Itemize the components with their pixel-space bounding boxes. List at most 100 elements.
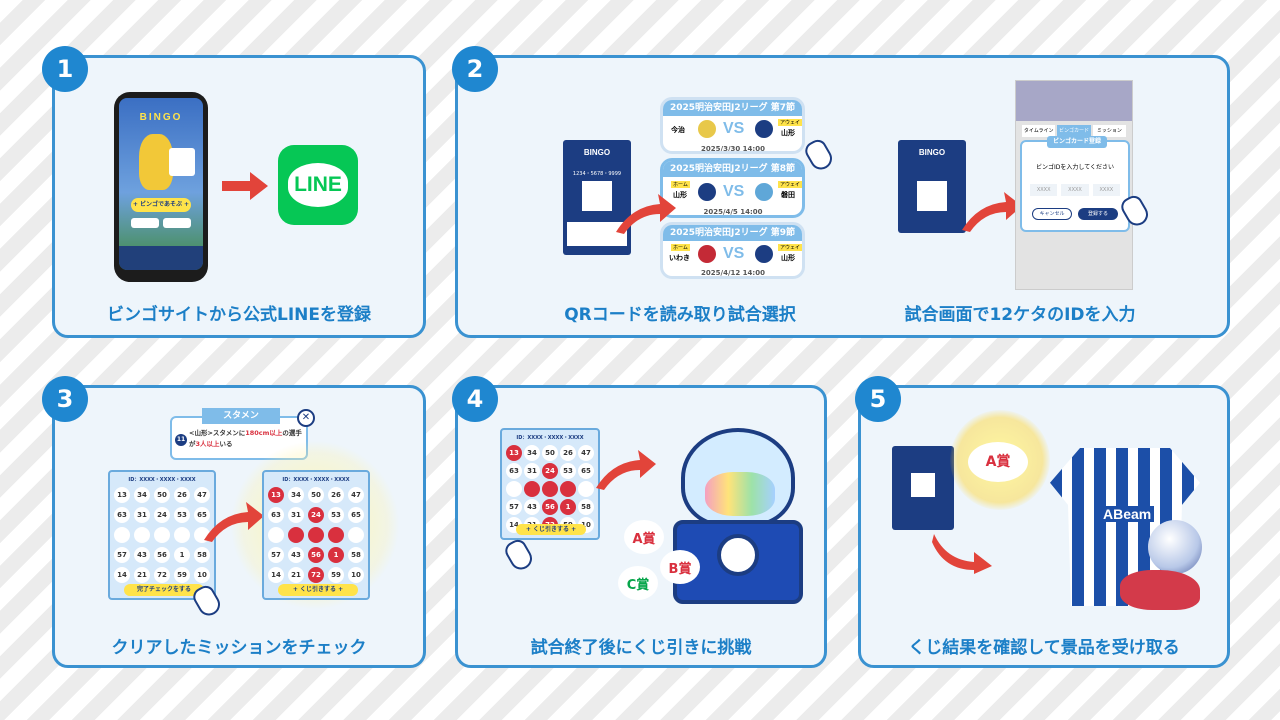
- step2-number: 2: [452, 46, 498, 92]
- match-header: 2025明治安田J2リーグ 第7節: [663, 100, 802, 116]
- close-icon[interactable]: ✕: [297, 409, 315, 427]
- bingo-cell: 50: [542, 445, 558, 461]
- bingo-cell: 53: [328, 507, 344, 523]
- card-title: BINGO: [583, 148, 611, 157]
- tab-mission[interactable]: ミッション: [1092, 125, 1126, 137]
- bingo-cell: 47: [194, 487, 210, 503]
- capsules: [705, 472, 775, 516]
- dialog-title: ビンゴカード登録: [1047, 136, 1107, 148]
- bingo-cell: 63: [114, 507, 130, 523]
- tab-timeline[interactable]: タイムライン: [1022, 125, 1056, 137]
- mission-highlight-1: 180cm以上: [245, 429, 283, 437]
- bingo-qr-card-2: BINGO: [898, 140, 966, 233]
- curved-arrow-icon: [204, 502, 264, 542]
- id-input-3[interactable]: XXXX: [1092, 184, 1120, 196]
- prize-result: A賞: [968, 442, 1028, 482]
- match-screen-header: [1016, 81, 1132, 121]
- away-crest: [755, 245, 773, 263]
- step2-caption-right: 試合画面で12ケタのIDを入力: [904, 305, 1136, 325]
- match-header: 2025明治安田J2リーグ 第8節: [663, 161, 802, 177]
- line-app-icon[interactable]: LINE: [278, 145, 358, 225]
- id-input-2[interactable]: XXXX: [1061, 184, 1089, 196]
- bingo-card-id: ID：XXXX・XXXX・XXXX: [516, 435, 584, 441]
- step5-caption: くじ結果を確認して景品を受け取る: [908, 638, 1180, 658]
- bingo-cell: 43: [288, 547, 304, 563]
- id-input-1[interactable]: XXXX: [1030, 184, 1058, 196]
- menu-buttons: [131, 218, 191, 228]
- tab-bingo-card[interactable]: ビンゴカード: [1057, 125, 1091, 137]
- cancel-button[interactable]: キャンセル: [1032, 208, 1072, 220]
- away-crest: [755, 120, 773, 138]
- mission-text: <山形>スタメンに180cm以上の選手が3人以上いる: [189, 428, 307, 450]
- home-badge: ホーム: [671, 244, 690, 251]
- home-crest: [698, 183, 716, 201]
- bingo-cell: [328, 527, 344, 543]
- away-badge: アウェイ: [778, 119, 802, 126]
- bingo-cell: 13: [114, 487, 130, 503]
- prize-a-tag: A賞: [624, 520, 664, 554]
- bingo-cell: 50: [154, 487, 170, 503]
- bingo-card-id: ID：XXXX・XXXX・XXXX: [282, 477, 350, 483]
- match-card-2[interactable]: 2025明治安田J2リーグ 第8節 ホーム 山形 VS アウェイ 磐田 2025…: [660, 158, 805, 218]
- bingo-cell: [114, 527, 130, 543]
- tab-bar: タイムライン ビンゴカード ミッション: [1022, 125, 1126, 137]
- bingo-cell: 34: [134, 487, 150, 503]
- bingo-cell: 14: [114, 567, 130, 583]
- bingo-cell: [348, 527, 364, 543]
- bingo-qr-card: BINGO 1234・5678・9999: [563, 140, 631, 255]
- bingo-card-id: ID：XXXX・XXXX・XXXX: [128, 477, 196, 483]
- bingo-cell: 59: [328, 567, 344, 583]
- phone-bottom-nav: [119, 246, 203, 270]
- play-bingo-button[interactable]: + ビンゴであそぶ +: [131, 198, 191, 212]
- id-entry-dialog: ビンゴカード登録 ビンゴIDを入力してください XXXX XXXX XXXX キ…: [1020, 136, 1130, 232]
- bingo-cell: 47: [348, 487, 364, 503]
- line-logo: LINE: [288, 163, 348, 207]
- step3-number: 3: [42, 376, 88, 422]
- home-badge: ホーム: [671, 181, 690, 188]
- popup-title: スタメン: [202, 408, 280, 424]
- dialog-prompt: ビンゴIDを入力してください: [1035, 164, 1115, 171]
- bingo-cell: 43: [524, 499, 540, 515]
- vs-label: VS: [723, 120, 745, 137]
- mission-highlight-2: 3人以上: [195, 440, 220, 448]
- match-card-1[interactable]: 2025明治安田J2リーグ 第7節 今治 VS アウェイ 山形 2025/3/3…: [660, 97, 805, 154]
- step5-number: 5: [855, 376, 901, 422]
- lottery-button[interactable]: + くじ引きする +: [516, 524, 586, 535]
- away-crest: [755, 183, 773, 201]
- bingo-cell: 34: [524, 445, 540, 461]
- bingo-cell: [578, 481, 594, 497]
- bingo-cell: 59: [174, 567, 190, 583]
- bingo-cell: 10: [348, 567, 364, 583]
- check-button[interactable]: 完了チェックをする: [124, 584, 204, 596]
- bingo-cell: 65: [194, 507, 210, 523]
- match-card-3[interactable]: 2025明治安田J2リーグ 第9節 ホーム いわき VS アウェイ 山形 202…: [660, 222, 805, 279]
- bingo-cell: 63: [506, 463, 522, 479]
- football-image: [1148, 520, 1202, 574]
- bingo-cell: 72: [154, 567, 170, 583]
- bingo-cell: 10: [194, 567, 210, 583]
- match-home: 今治: [671, 126, 685, 134]
- match-date: 2025/4/5 14:00: [703, 208, 763, 216]
- bingo-cell: [524, 481, 540, 497]
- mission-text-1: <山形>スタメンに: [189, 429, 246, 437]
- qr-code: [914, 178, 950, 214]
- card-id: 1234・5678・9999: [572, 171, 622, 177]
- bingo-cell: 72: [308, 567, 324, 583]
- gacha-globe: [681, 428, 795, 528]
- register-button[interactable]: 登録する: [1078, 208, 1118, 220]
- bingo-cell: 57: [268, 547, 284, 563]
- bingo-cell: [268, 527, 284, 543]
- bingo-cell: 14: [268, 567, 284, 583]
- bingo-cell: 58: [348, 547, 364, 563]
- gacha-dial[interactable]: [717, 534, 759, 576]
- lottery-button[interactable]: + くじ引きする +: [278, 584, 358, 596]
- bingo-cell: 21: [134, 567, 150, 583]
- bingo-cell: 31: [288, 507, 304, 523]
- vs-label: VS: [723, 245, 745, 262]
- bingo-cell: 1: [560, 499, 576, 515]
- bingo-cell: 24: [542, 463, 558, 479]
- step2-caption-left: QRコードを読み取り試合選択: [564, 305, 796, 325]
- jersey-sponsor: ABeam: [1100, 506, 1155, 522]
